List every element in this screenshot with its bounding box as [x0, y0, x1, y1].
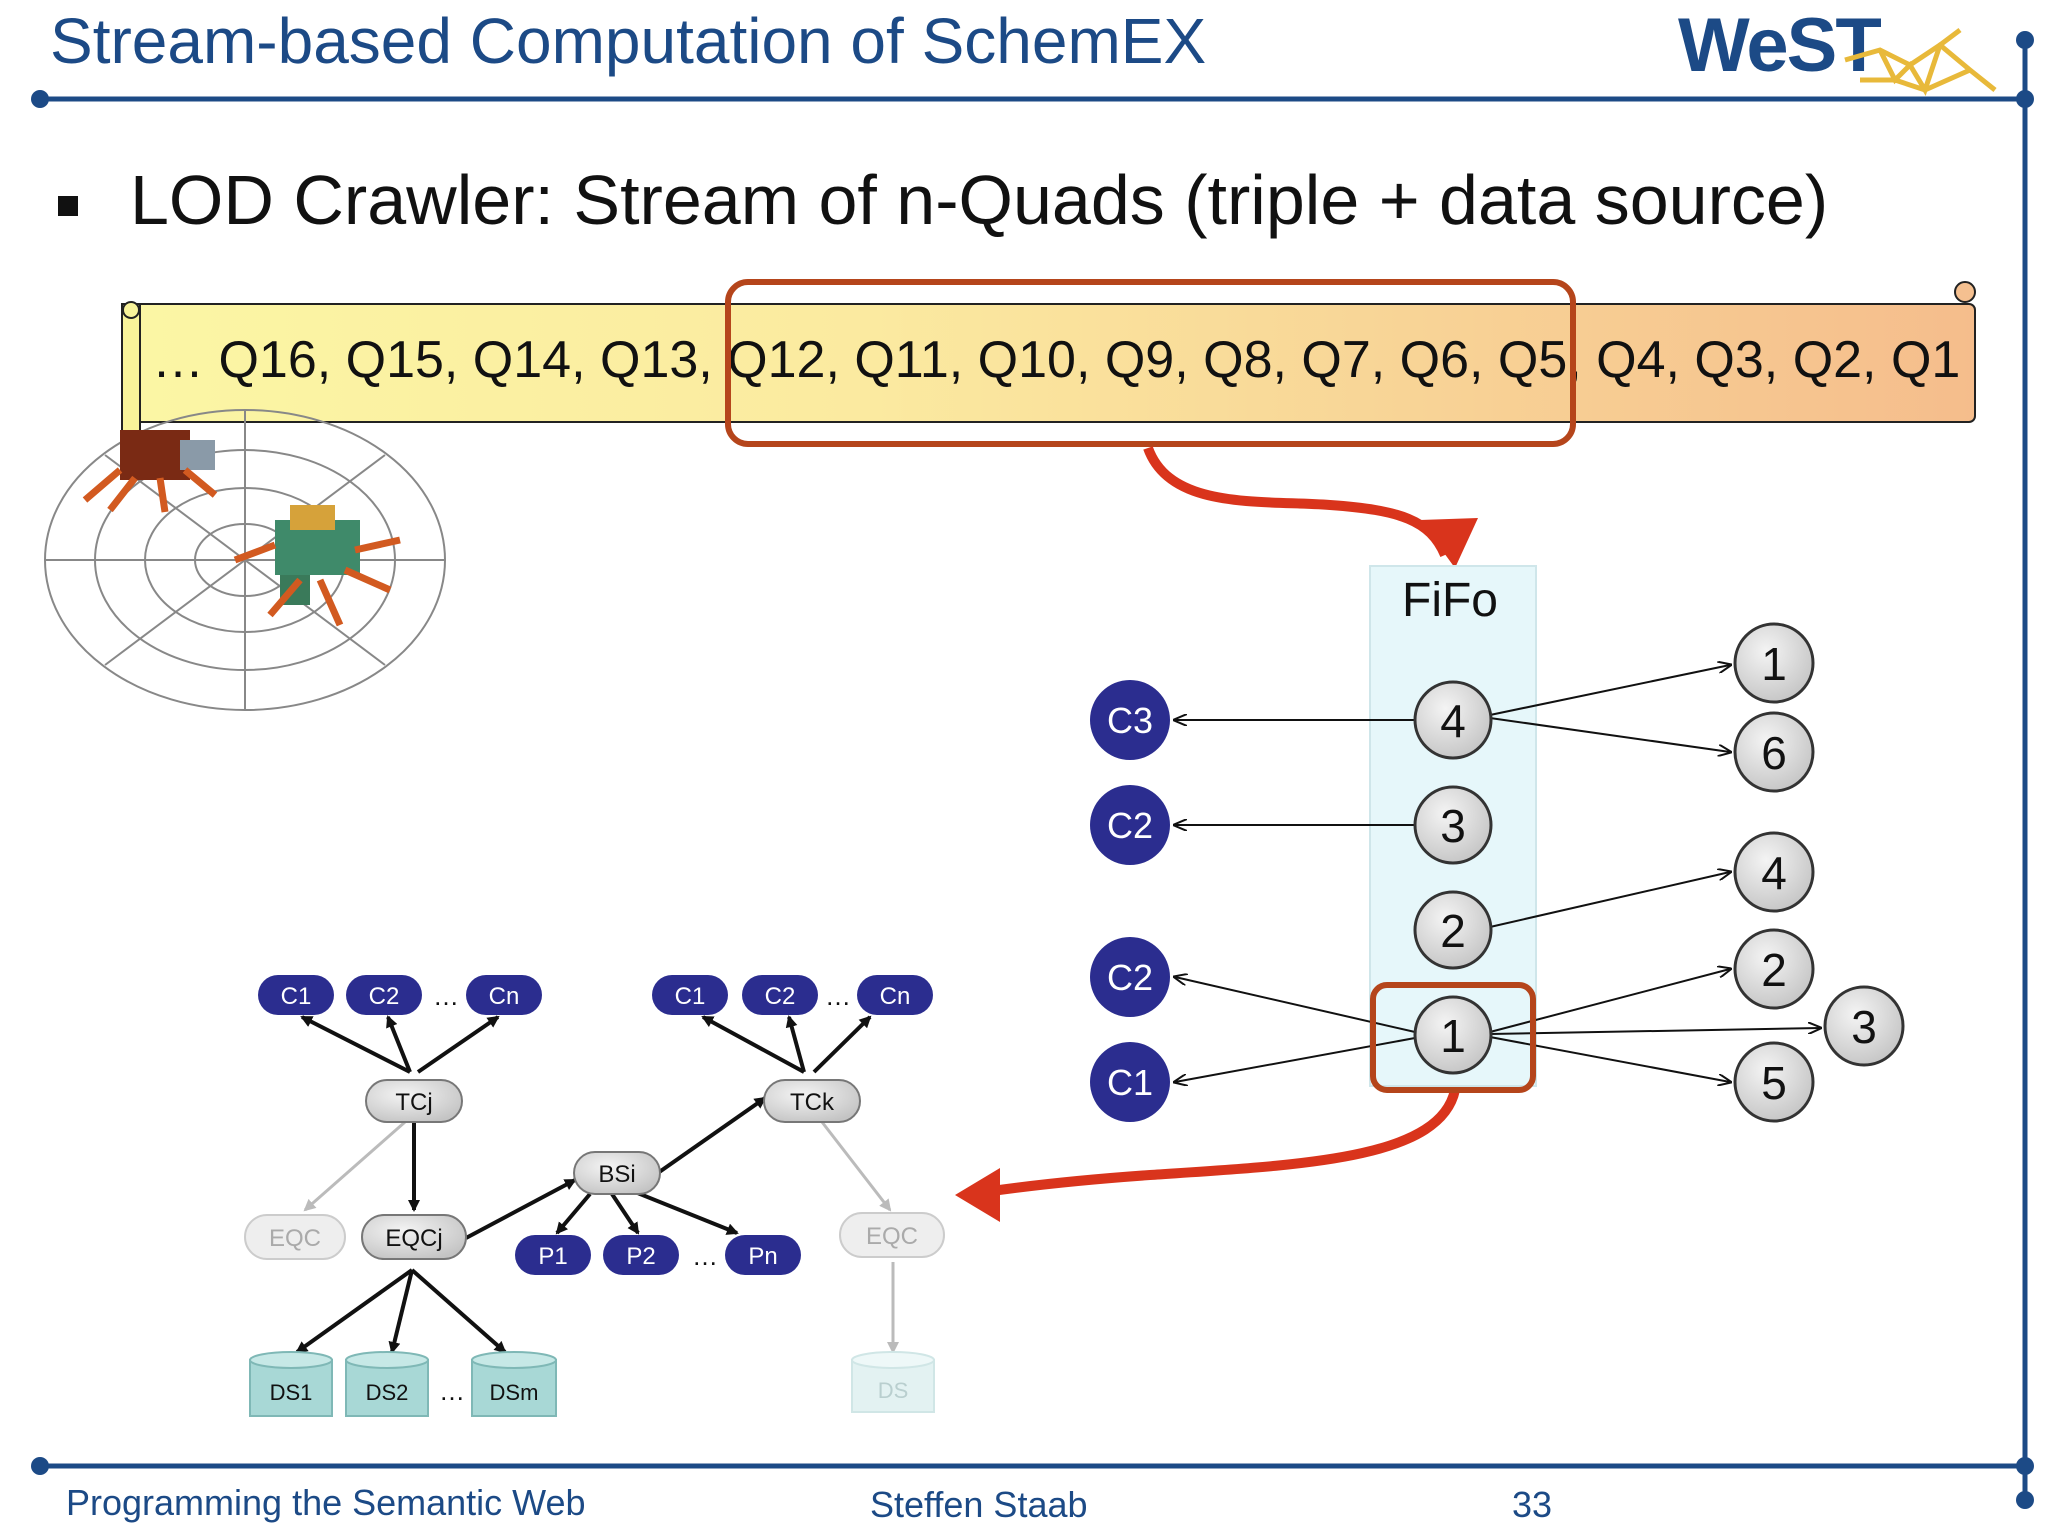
svg-text:EQC: EQC — [269, 1225, 321, 1252]
schema-class-node: Cn — [857, 975, 933, 1015]
svg-text:Cn: Cn — [489, 983, 520, 1010]
svg-text:C1: C1 — [281, 983, 312, 1010]
window-highlight-box — [725, 279, 1576, 447]
fifo-entry-label: 3 — [1440, 800, 1466, 852]
bisimulation-node: BSi — [573, 1151, 661, 1195]
fifo-entry-label: 2 — [1440, 905, 1466, 957]
svg-text:C2: C2 — [1107, 805, 1153, 846]
svg-text:BSi: BSi — [598, 1161, 635, 1188]
ellipsis: … — [433, 981, 459, 1011]
west-logo: WeST — [1678, 3, 1882, 88]
svg-text:4: 4 — [1761, 847, 1787, 899]
svg-text:1: 1 — [1761, 638, 1787, 690]
fifo-entry-label: 1 — [1440, 1010, 1466, 1062]
class-node: C1 — [1090, 1042, 1170, 1122]
target-node: 1 — [1733, 622, 1815, 704]
eqc-node-faded: EQC — [244, 1214, 346, 1260]
svg-text:2: 2 — [1761, 944, 1787, 996]
svg-text:TCk: TCk — [790, 1089, 835, 1116]
property-node: P2 — [603, 1235, 679, 1275]
spider-icon — [82, 430, 401, 627]
fifo-entry-label: 4 — [1440, 695, 1466, 747]
svg-text:C3: C3 — [1107, 700, 1153, 741]
schema-class-node: C1 — [258, 975, 334, 1015]
svg-text:C1: C1 — [675, 983, 706, 1010]
target-node: 4 — [1733, 831, 1815, 913]
spider-web-illustration — [44, 409, 446, 711]
schema-class-node: Cn — [466, 975, 542, 1015]
data-source-node-faded: DS — [851, 1351, 935, 1413]
ellipsis: … — [439, 1376, 465, 1406]
svg-text:5: 5 — [1761, 1057, 1787, 1109]
fifo-label: FiFo — [1402, 574, 1498, 627]
logo-web-graphic — [1844, 28, 1997, 96]
data-source-node: DSm — [471, 1351, 557, 1417]
svg-text:EQC: EQC — [866, 1223, 918, 1250]
target-node: 3 — [1823, 985, 1905, 1067]
property-node: Pn — [725, 1235, 801, 1275]
bullet-marker — [58, 196, 78, 216]
svg-text:DS1: DS1 — [270, 1380, 313, 1405]
footer-course: Programming the Semantic Web — [66, 1482, 586, 1523]
schema-class-node: C2 — [742, 975, 818, 1015]
svg-text:Pn: Pn — [748, 1243, 777, 1270]
svg-text:TCj: TCj — [395, 1089, 432, 1116]
target-node: 5 — [1733, 1041, 1815, 1123]
svg-text:DSm: DSm — [490, 1380, 539, 1405]
ellipsis: … — [692, 1241, 718, 1271]
fifo-entry: 4 — [1413, 680, 1493, 760]
bullet-text: LOD Crawler: Stream of n-Quads (triple +… — [130, 161, 1829, 239]
svg-text:C1: C1 — [1107, 1062, 1153, 1103]
class-node: C2 — [1090, 937, 1170, 1017]
svg-text:6: 6 — [1761, 727, 1787, 779]
eqc-node-faded: EQC — [839, 1212, 945, 1258]
svg-text:P1: P1 — [538, 1243, 567, 1270]
target-node: 2 — [1733, 928, 1815, 1010]
data-source-node: DS2 — [345, 1351, 429, 1417]
current-entry-highlight — [1370, 982, 1536, 1093]
slide-title: Stream-based Computation of SchemEX — [50, 5, 1207, 77]
target-node: 6 — [1733, 711, 1815, 793]
quad-stream-text: … Q16, Q15, Q14, Q13, Q12, Q11, Q10, Q9,… — [152, 331, 1961, 389]
data-source-node: DS1 — [249, 1351, 333, 1417]
svg-text:DS2: DS2 — [366, 1380, 409, 1405]
svg-text:C2: C2 — [369, 983, 400, 1010]
svg-text:Cn: Cn — [880, 983, 911, 1010]
schema-class-node: C2 — [346, 975, 422, 1015]
svg-text:C2: C2 — [765, 983, 796, 1010]
fifo-entry: 3 — [1413, 785, 1493, 865]
footer-author: Steffen Staab — [870, 1484, 1088, 1525]
svg-text:3: 3 — [1851, 1001, 1877, 1053]
svg-text:DS: DS — [878, 1378, 909, 1403]
fifo-entry: 1 — [1413, 995, 1493, 1075]
type-cluster-node: TCj — [365, 1079, 463, 1123]
ellipsis: … — [825, 981, 851, 1011]
class-node: C3 — [1090, 680, 1170, 760]
eqc-node: EQCj — [361, 1214, 467, 1260]
page-number: 33 — [1512, 1484, 1553, 1525]
stream-to-fifo-arrow — [1143, 446, 1450, 558]
type-cluster-node: TCk — [763, 1079, 861, 1123]
svg-text:EQCj: EQCj — [385, 1225, 442, 1252]
fifo-to-schema-arrow — [984, 1088, 1460, 1197]
svg-text:C2: C2 — [1107, 957, 1153, 998]
class-node: C2 — [1090, 785, 1170, 865]
property-node: P1 — [515, 1235, 591, 1275]
svg-text:P2: P2 — [626, 1243, 655, 1270]
schema-class-node: C1 — [652, 975, 728, 1015]
fifo-entry: 2 — [1413, 890, 1493, 970]
